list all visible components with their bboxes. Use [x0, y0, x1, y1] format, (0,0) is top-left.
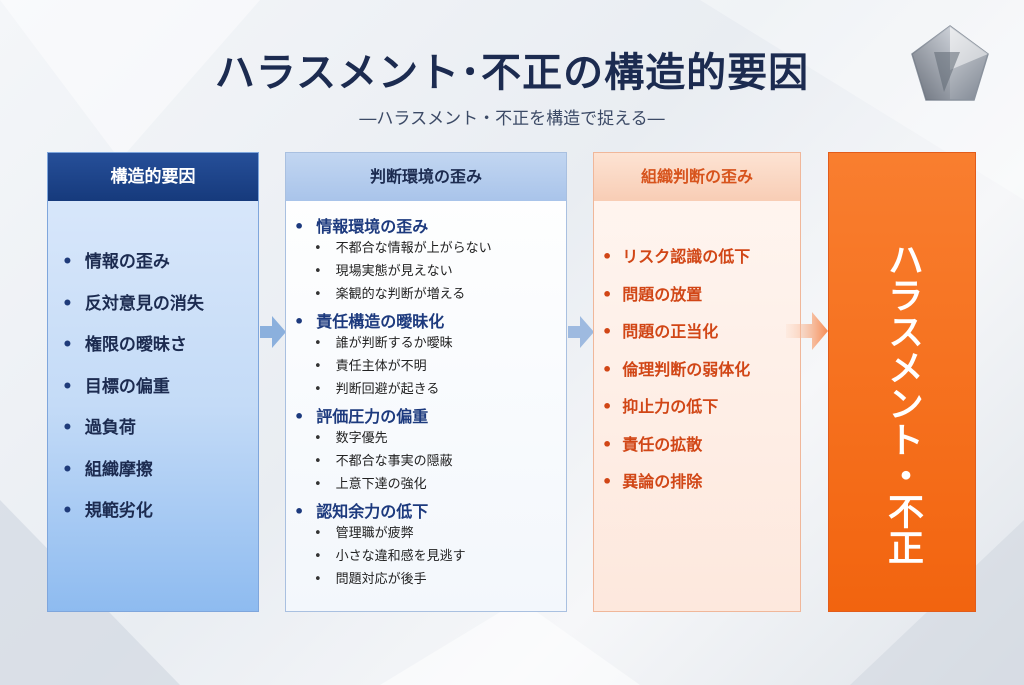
- org-judgment-header: 組織判断の歪み: [594, 153, 800, 201]
- list-item: 問題の正当化: [602, 318, 800, 356]
- group-title: 認知余力の低下: [294, 498, 566, 522]
- result-panel: ハラスメント・不正: [828, 152, 976, 612]
- list-item: 小さな違和感を見逃す: [314, 545, 566, 568]
- org-judgment-list: リスク認識の低下 問題の放置 問題の正当化 倫理判断の弱体化 抑止力の低下 責任…: [594, 201, 800, 506]
- list-item: 責任主体が不明: [314, 355, 566, 378]
- list-item: 問題対応が後手: [314, 568, 566, 591]
- list-item: 反対意見の消失: [62, 289, 258, 331]
- list-item: 上意下達の強化: [314, 473, 566, 496]
- list-item: 現場実態が見えない: [314, 260, 566, 283]
- list-item: 不都合な情報が上がらない: [314, 237, 566, 260]
- structural-factors-list: 情報の歪み 反対意見の消失 権限の曖昧さ 目標の偏重 過負荷 組織摩擦 規範劣化: [48, 201, 258, 538]
- list-item: 不都合な事実の隠蔽: [314, 450, 566, 473]
- judgment-group: 認知余力の低下 管理職が疲弊 小さな違和感を見逃す 問題対応が後手: [294, 498, 566, 591]
- structural-factors-panel: 構造的要因 情報の歪み 反対意見の消失 権限の曖昧さ 目標の偏重 過負荷 組織摩…: [47, 152, 259, 612]
- group-title: 評価圧力の偏重: [294, 403, 566, 427]
- list-item: 誰が判断するか曖昧: [314, 332, 566, 355]
- list-item: 異論の排除: [602, 468, 800, 506]
- judgment-group: 情報環境の歪み 不都合な情報が上がらない 現場実態が見えない 楽観的な判断が増え…: [294, 213, 566, 306]
- list-item: 倫理判断の弱体化: [602, 356, 800, 394]
- list-item: 目標の偏重: [62, 372, 258, 414]
- judgment-environment-header: 判断環境の歪み: [286, 153, 566, 201]
- list-item: 組織摩擦: [62, 455, 258, 497]
- list-item: 情報の歪み: [62, 247, 258, 289]
- list-item: 判断回避が起きる: [314, 378, 566, 401]
- list-item: 過負荷: [62, 413, 258, 455]
- group-title: 情報環境の歪み: [294, 213, 566, 237]
- org-judgment-panel: 組織判断の歪み リスク認識の低下 問題の放置 問題の正当化 倫理判断の弱体化 抑…: [593, 152, 801, 612]
- list-item: 数字優先: [314, 427, 566, 450]
- group-title: 責任構造の曖昧化: [294, 308, 566, 332]
- right-arrow-icon: [260, 316, 286, 348]
- page-subtitle: ―ハラスメント・不正を構造で捉える―: [359, 109, 665, 129]
- structural-factors-header: 構造的要因: [48, 153, 258, 201]
- right-arrow-icon: [568, 316, 594, 348]
- list-item: リスク認識の低下: [602, 243, 800, 281]
- judgment-environment-panel: 判断環境の歪み 情報環境の歪み 不都合な情報が上がらない 現場実態が見えない 楽…: [285, 152, 567, 612]
- list-item: 管理職が疲弊: [314, 522, 566, 545]
- list-item: 権限の曖昧さ: [62, 330, 258, 372]
- list-item: 規範劣化: [62, 496, 258, 538]
- page-title: ハラスメント･不正の構造的要因: [214, 50, 810, 96]
- list-item: 責任の拡散: [602, 431, 800, 469]
- list-item: 楽観的な判断が増える: [314, 283, 566, 306]
- judgment-group: 責任構造の曖昧化 誰が判断するか曖昧 責任主体が不明 判断回避が起きる: [294, 308, 566, 401]
- list-item: 抑止力の低下: [602, 393, 800, 431]
- crystal-pentagon-logo-icon: [911, 25, 989, 101]
- judgment-group: 評価圧力の偏重 数字優先 不都合な事実の隠蔽 上意下達の強化: [294, 403, 566, 496]
- list-item: 問題の放置: [602, 281, 800, 319]
- result-label: ハラスメント・不正: [882, 241, 923, 565]
- right-arrow-icon: [786, 312, 828, 350]
